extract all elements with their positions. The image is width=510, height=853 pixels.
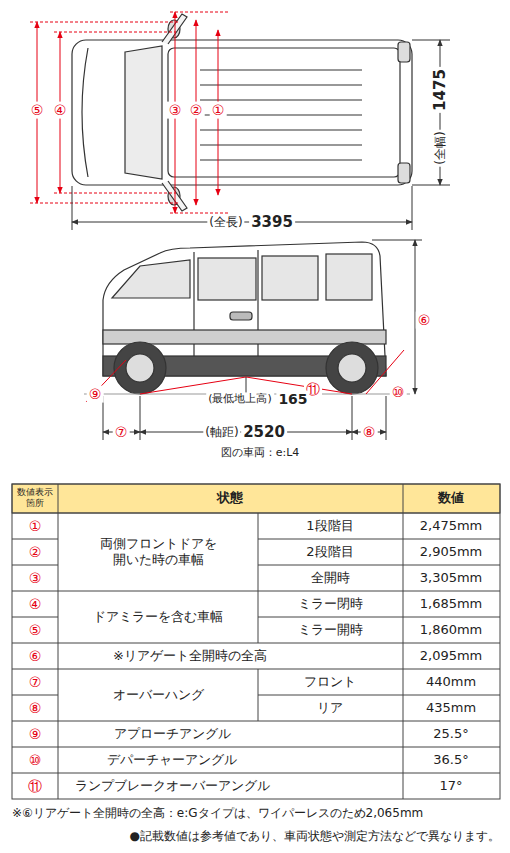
table-header: 数値: [438, 490, 464, 506]
callout-number: ⑥: [27, 648, 44, 665]
table-cell: 36.5°: [433, 752, 468, 768]
table-cell: 17°: [439, 778, 462, 794]
callout-number: ⑤: [27, 622, 44, 639]
table-cell: ランプブレークオーバーアングル: [75, 778, 270, 794]
callout-number: ⑦: [27, 674, 44, 691]
callout-number: ①: [27, 518, 44, 535]
dimension-label: (軸距): [203, 425, 240, 439]
dimension-value: 1475: [431, 67, 449, 113]
dimension-label: (全幅): [433, 129, 447, 166]
callout-number: ①: [210, 102, 227, 119]
table-cell: 2,905mm: [420, 544, 483, 560]
table-cell: アプローチアングル: [114, 726, 231, 742]
table-cell: リア: [317, 700, 343, 716]
callout-number: ②: [188, 102, 205, 119]
table-cell: ミラー開時: [298, 622, 363, 638]
callout-number: ⑧: [27, 700, 44, 717]
footnote: ●記載数値は参考値であり、車両状態や測定方法などで異なります。: [130, 829, 500, 843]
table-header: 状態: [217, 490, 243, 506]
table-cell: ミラー閉時: [298, 596, 363, 612]
car-top-view: [72, 14, 412, 211]
callout-number: ③: [27, 570, 44, 587]
table-cell: 2,475mm: [420, 518, 483, 534]
table-cell: 1段階目: [306, 518, 353, 534]
spec-table: [12, 484, 500, 799]
callout-number: ⑪: [26, 778, 44, 795]
dimension-label: (最低地上高): [206, 392, 274, 405]
table-cell: デパーチャーアングル: [107, 752, 237, 768]
callout-number: ⑧: [361, 424, 378, 441]
table-cell: ドアミラーを含む車幅: [93, 609, 223, 625]
caption: 図の車両：e:L4: [221, 446, 300, 459]
dimension-value: 2520: [241, 423, 287, 441]
table-cell: フロント: [304, 674, 356, 690]
callout-number: ②: [27, 544, 44, 561]
table-cell: ※リアゲート全開時の全高: [113, 648, 267, 664]
table-cell: 両側フロントドアを 開いた時の車幅: [96, 536, 221, 567]
callout-number: ④: [27, 596, 44, 613]
dimension-lines-side: [103, 240, 422, 440]
table-cell: 440mm: [426, 674, 476, 690]
table-cell: 3,305mm: [420, 570, 483, 586]
table-header: 数値表示 箇所: [14, 487, 56, 509]
table-cell: 1,860mm: [420, 622, 483, 638]
callout-number: ⑩: [27, 752, 44, 769]
table-cell: 435mm: [426, 700, 476, 716]
table-cell: 25.5°: [433, 726, 468, 742]
dimension-lines-red: [30, 12, 230, 213]
callout-number: ④: [52, 102, 69, 119]
table-cell: 2,095mm: [420, 648, 483, 664]
table-cell: オーバーハング: [113, 687, 204, 703]
callout-number: ⑦: [113, 424, 130, 441]
footnote: ※⑥リアゲート全開時の全高：e:Gタイプは、ワイパーレスのため2,065mm: [12, 806, 423, 820]
table-cell: 全開時: [311, 570, 350, 586]
callout-number: ⑤: [29, 102, 46, 119]
car-side-view: [84, 242, 410, 394]
callout-number: ③: [167, 102, 184, 119]
callout-number: ⑥: [416, 312, 433, 329]
dimension-value: 165: [276, 391, 309, 408]
dimension-value: 3395: [249, 213, 295, 231]
dimension-lines: [72, 40, 450, 230]
callout-number: ⑨: [27, 726, 44, 743]
dimension-label: (全長): [207, 215, 244, 229]
table-cell: 2段階目: [306, 544, 353, 560]
callout-number: ⑨: [87, 386, 104, 403]
table-cell: 1,685mm: [420, 596, 483, 612]
callout-number: ⑩: [390, 384, 407, 401]
